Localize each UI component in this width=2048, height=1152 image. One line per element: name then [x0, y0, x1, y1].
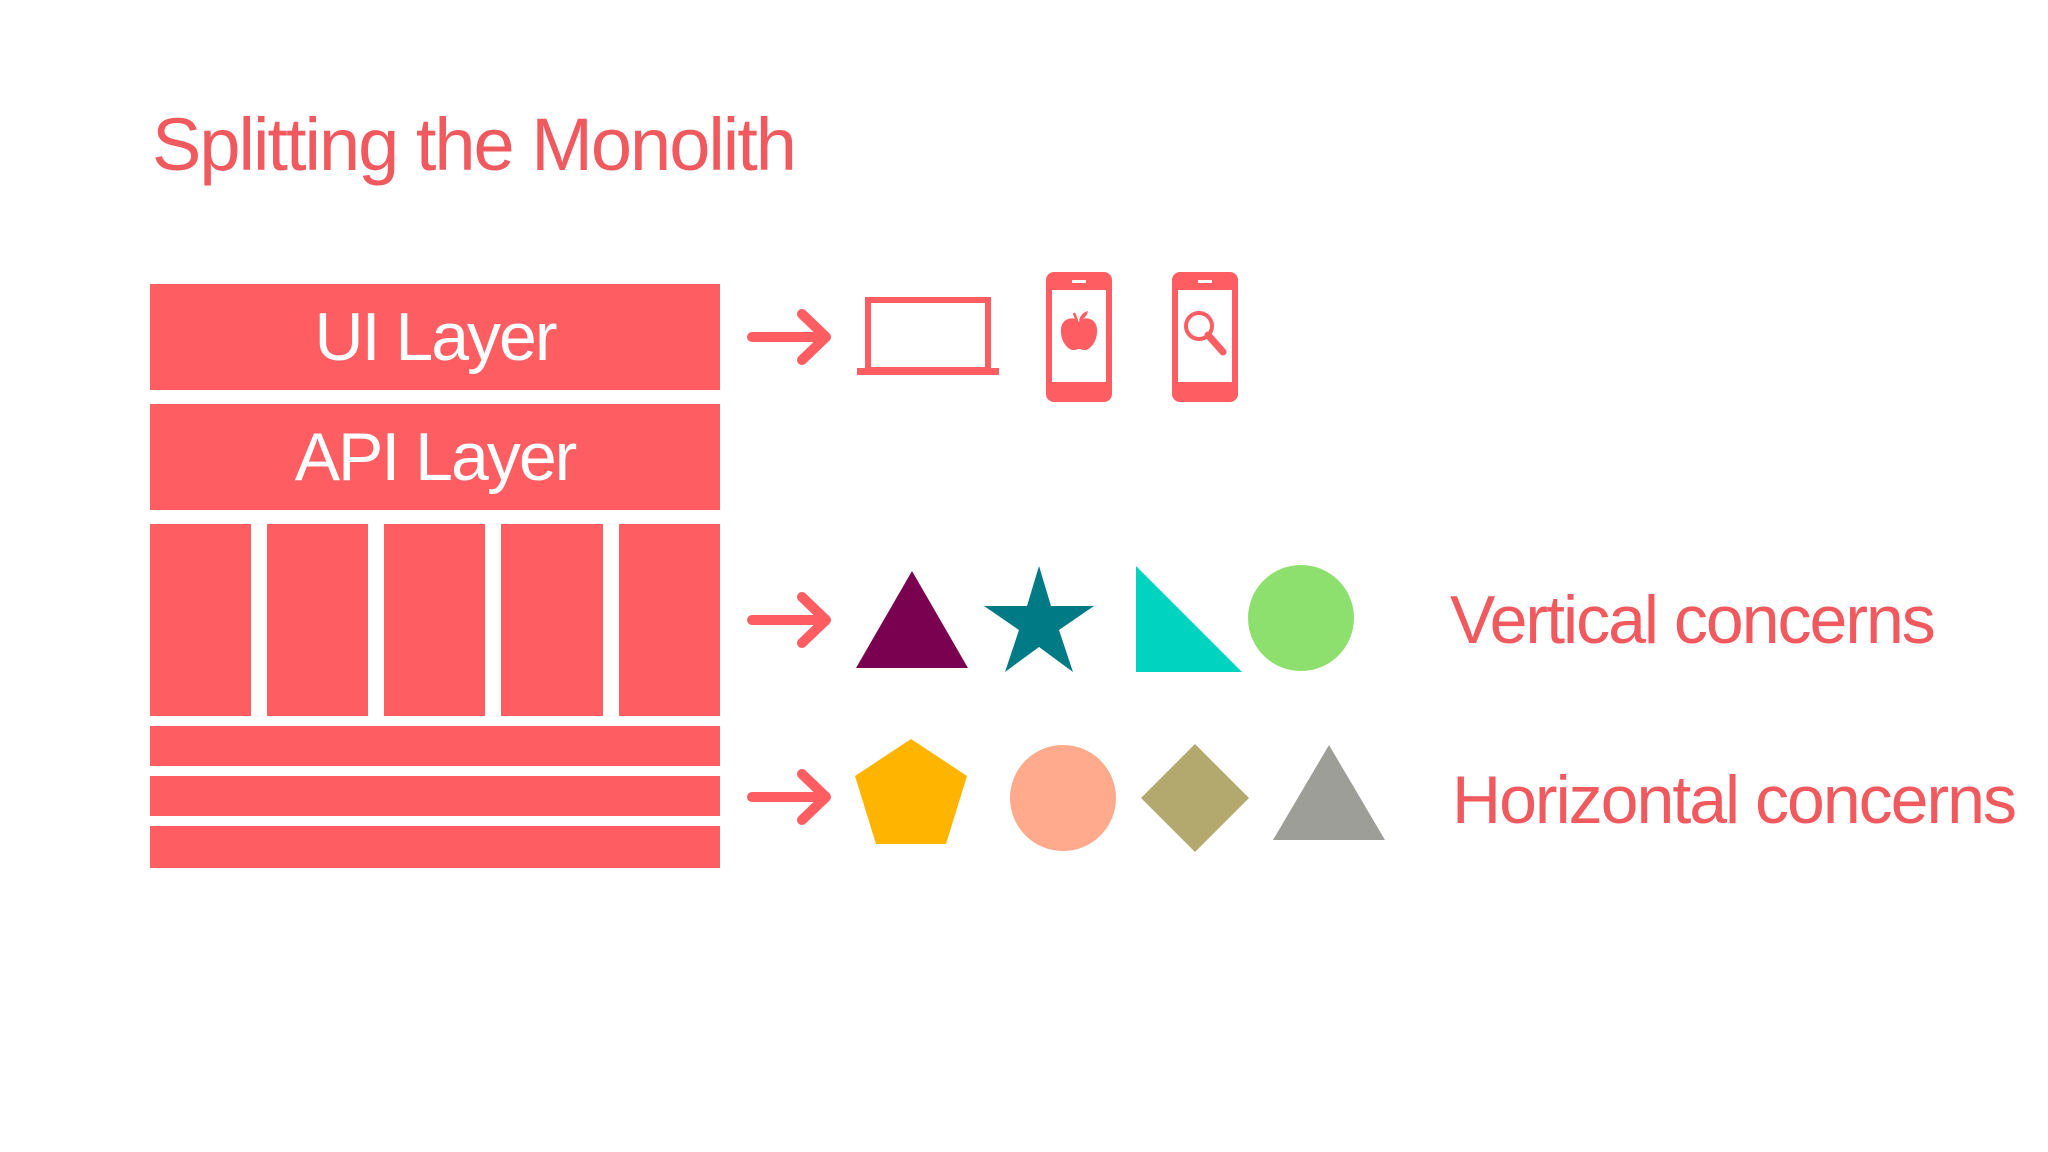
right-triangle-icon — [1136, 566, 1242, 672]
horizontal-bar — [150, 776, 720, 816]
api-layer-label: API Layer — [294, 419, 578, 495]
star-icon — [984, 566, 1094, 672]
pentagon-icon — [855, 739, 967, 844]
vertical-column — [619, 524, 720, 716]
vertical-column — [384, 524, 485, 716]
diamond-icon — [1141, 744, 1249, 852]
slide-title: Splitting the Monolith — [152, 103, 797, 186]
triangle-icon — [856, 571, 968, 668]
ui-layer: UI Layer — [150, 284, 720, 390]
arrow-right-icon — [747, 592, 831, 648]
vertical-concerns-label: Vertical concerns — [1450, 582, 1936, 658]
laptop-icon — [857, 297, 999, 375]
circle-icon — [1010, 745, 1116, 851]
api-layer: API Layer — [150, 404, 720, 510]
search-phone-icon — [1172, 272, 1238, 402]
vertical-column — [267, 524, 368, 716]
apple-phone-icon — [1046, 272, 1112, 402]
arrow-right-icon — [747, 769, 831, 825]
arrow-right-icon — [747, 309, 831, 365]
vertical-column — [150, 524, 251, 716]
horizontal-bar — [150, 826, 720, 868]
ui-layer-label: UI Layer — [314, 299, 558, 375]
vertical-column — [501, 524, 603, 716]
triangle-icon — [1273, 745, 1385, 840]
horizontal-concerns-label: Horizontal concerns — [1452, 762, 2017, 838]
circle-icon — [1248, 565, 1354, 671]
horizontal-bar — [150, 726, 720, 766]
